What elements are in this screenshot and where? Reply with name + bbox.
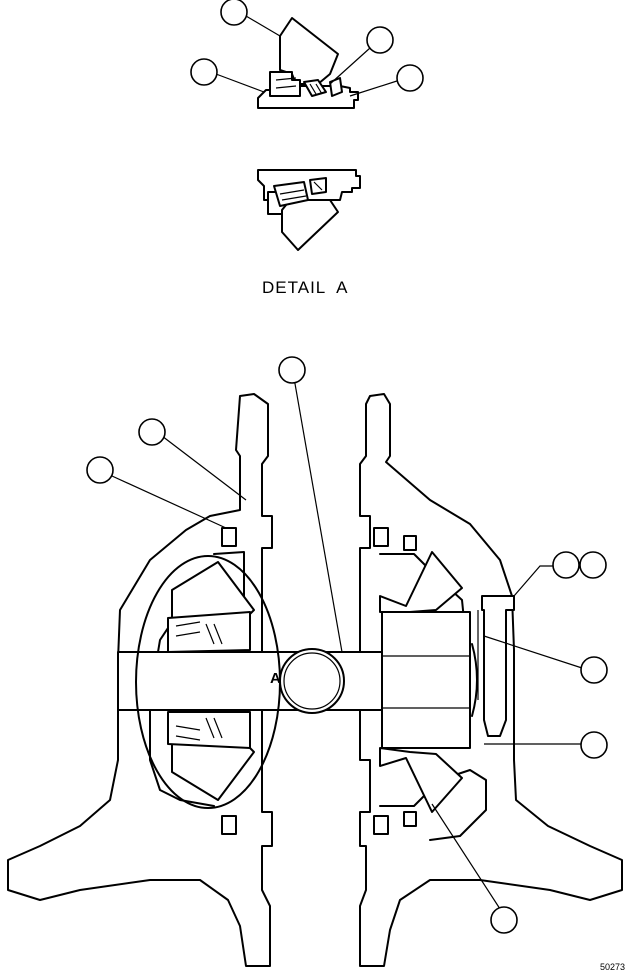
main-assembly [7, 393, 623, 967]
detail-a-caption: DETAIL A [262, 278, 349, 297]
detail-a-upper [257, 17, 359, 109]
callout-bubble [552, 551, 580, 579]
callout-bubble [580, 731, 608, 759]
callout-bubble [220, 0, 248, 26]
detail-a-lower [257, 169, 361, 251]
section-letter: A [270, 670, 281, 687]
callout-bubble [580, 656, 608, 684]
callout-bubble [396, 64, 424, 92]
callout-bubble [138, 418, 166, 446]
figure-code: 50273 [600, 962, 626, 972]
callout-bubble [278, 356, 306, 384]
callout-bubbles [86, 0, 608, 934]
leader-lines [111, 15, 583, 913]
callout-bubble [490, 906, 518, 934]
callout-bubble [190, 58, 218, 86]
callout-bubble [366, 26, 394, 54]
callout-bubble [579, 551, 607, 579]
callout-bubble [86, 456, 114, 484]
